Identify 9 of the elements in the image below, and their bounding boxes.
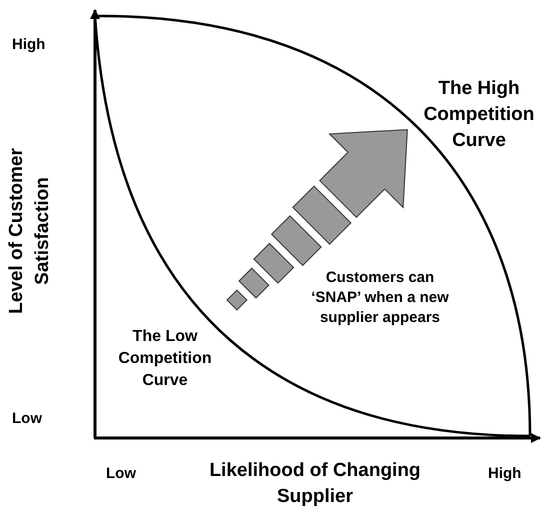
- curve-label: The High Competition Curve: [422, 77, 536, 153]
- curve-label: The Low Competition Curve: [117, 327, 213, 391]
- annotation-text: Customers can ‘SNAP’ when a new supplier appears: [310, 268, 450, 328]
- axis-tick-label: High: [488, 464, 522, 484]
- axis-tick-label: High: [12, 35, 46, 55]
- axis-title: Likelihood of Changing Supplier: [208, 459, 422, 509]
- axis-tick-label: Low: [106, 464, 136, 484]
- axis-tick-label: Low: [12, 409, 42, 429]
- axis-title: Level of Customer Satisfaction: [6, 148, 53, 314]
